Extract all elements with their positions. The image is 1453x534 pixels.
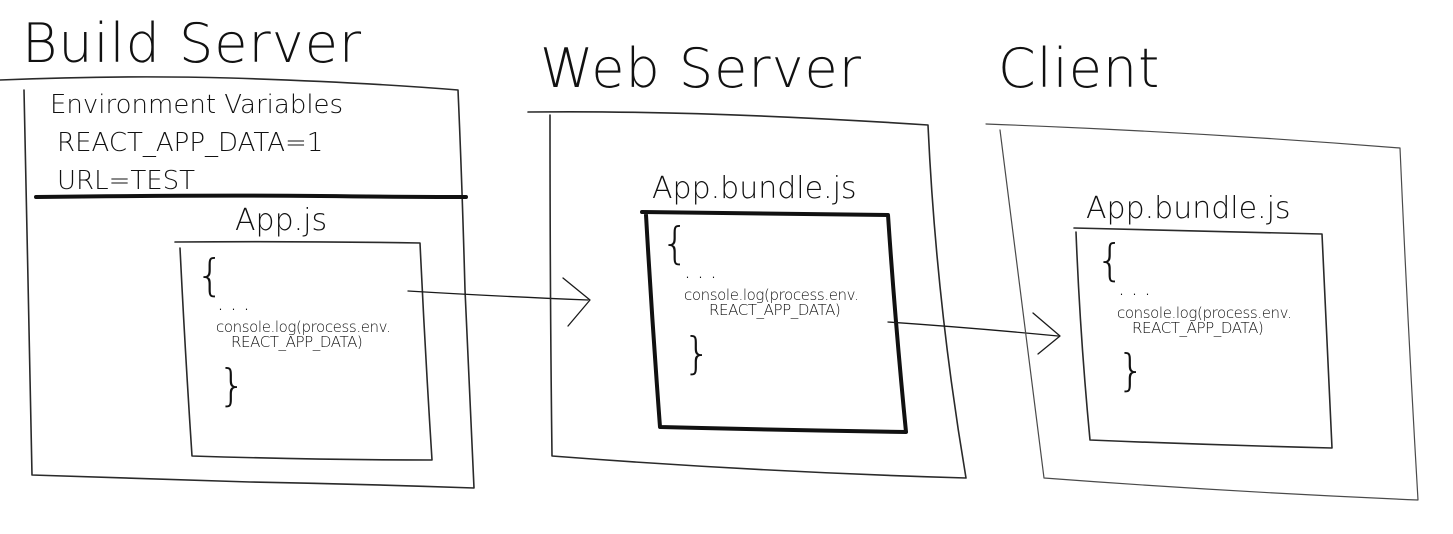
client-bundle-close-brace: } — [1117, 345, 1145, 396]
build-server-title: Build Server — [22, 12, 362, 75]
client-bundle-open-brace: { — [1096, 235, 1124, 286]
web-server-title: Web Server — [540, 37, 862, 100]
app-js-box — [174, 240, 433, 461]
app-js-label: App.js — [235, 203, 327, 238]
web-bundle-ellipsis: ... — [684, 259, 723, 284]
build-server-section: Build Server Environment Variables REACT… — [0, 12, 475, 489]
app-js-code-line-1: console.log(process.env. — [216, 318, 390, 336]
app-js-ellipsis: ... — [217, 291, 256, 316]
web-bundle-code-line-2: REACT_APP_DATA) — [709, 301, 840, 319]
web-bundle-label: App.bundle.js — [652, 171, 857, 206]
app-js-close-brace: } — [218, 360, 246, 411]
client-bundle-label: App.bundle.js — [1086, 191, 1291, 226]
web-bundle-box — [640, 210, 908, 434]
client-bundle-code-line-1: console.log(process.env. — [1117, 304, 1291, 322]
env-section-divider — [34, 193, 468, 199]
web-bundle-code-line-1: console.log(process.env. — [684, 286, 858, 304]
arrow-web-to-client — [887, 312, 1061, 355]
client-title: Client — [998, 37, 1160, 100]
client-section: Client App.bundle.js { ... console.log(p… — [985, 37, 1419, 501]
web-bundle-open-brace: { — [661, 218, 689, 269]
arrow-build-to-web — [407, 277, 591, 327]
app-js-code-line-2: REACT_APP_DATA) — [231, 333, 362, 351]
env-var-react-app-data: REACT_APP_DATA=1 — [57, 128, 323, 158]
client-box — [985, 123, 1419, 501]
client-bundle-code-line-2: REACT_APP_DATA) — [1132, 319, 1263, 337]
env-var-url: URL=TEST — [57, 166, 195, 196]
app-js-open-brace: { — [196, 250, 224, 301]
web-bundle-close-brace: } — [683, 328, 711, 379]
web-server-section: Web Server App.bundle.js { ... console.l… — [527, 37, 967, 479]
client-bundle-box — [1073, 227, 1333, 449]
web-server-box — [527, 110, 967, 479]
env-heading: Environment Variables — [50, 90, 343, 120]
client-bundle-ellipsis: ... — [1118, 276, 1157, 301]
build-server-box — [0, 76, 475, 489]
